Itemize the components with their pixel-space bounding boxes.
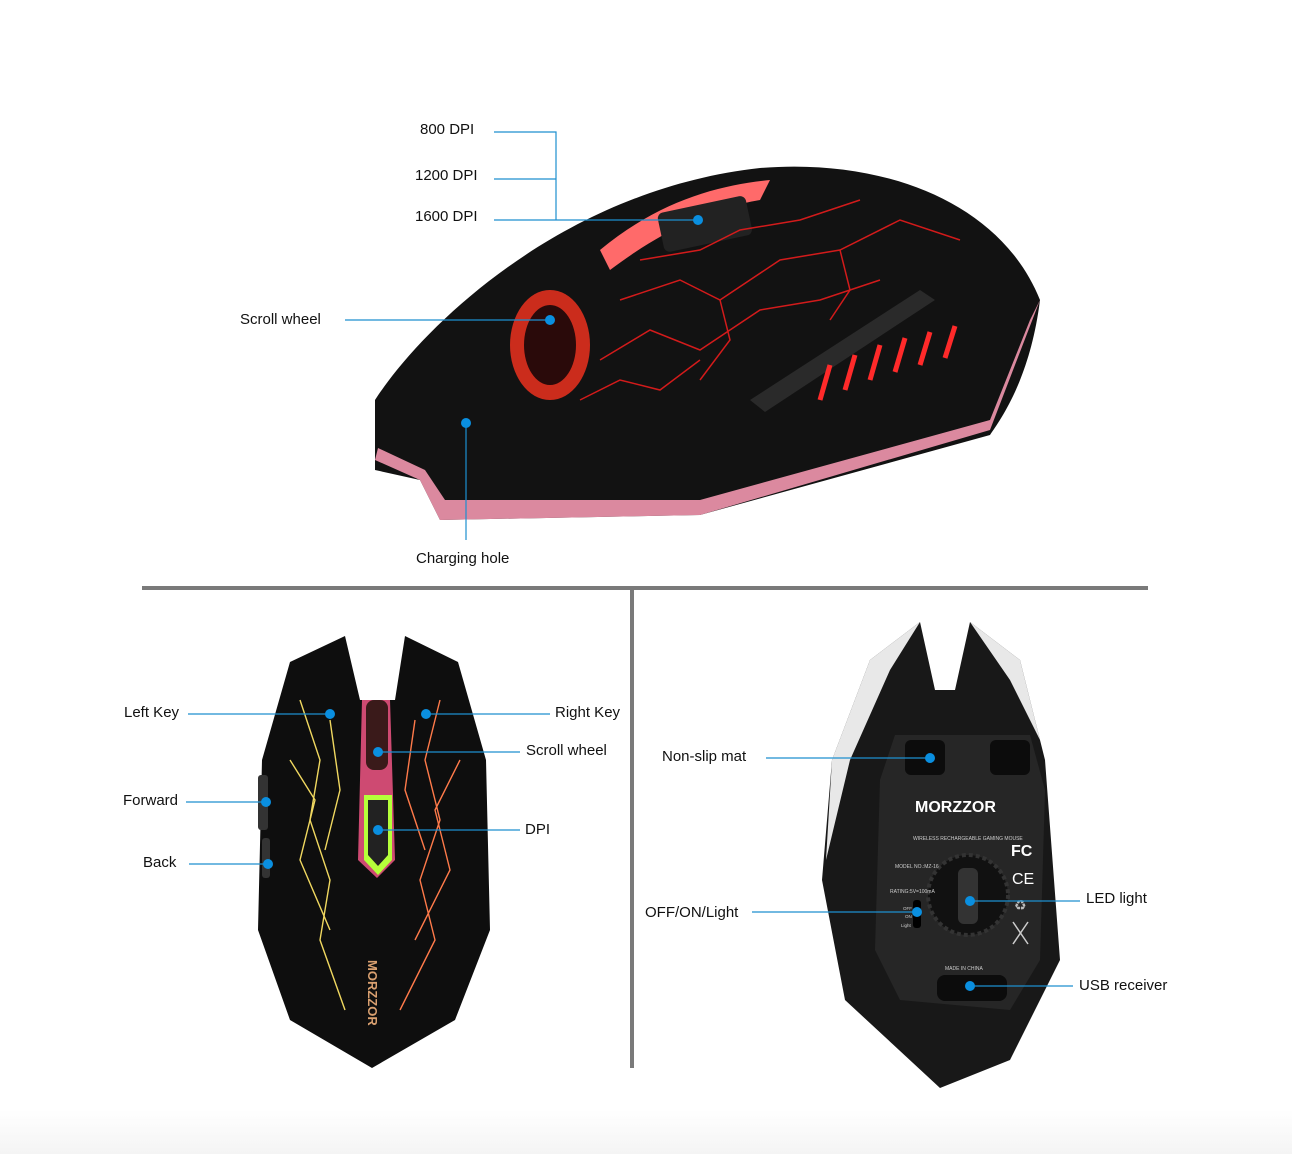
top-view-mouse: MORZZOR [258,636,490,1068]
label-forward: Forward [123,792,179,809]
dpi-button-dot [693,215,703,225]
weee-bin-icon [1012,921,1029,945]
back-dot [263,859,273,869]
forward-dot [261,797,271,807]
non-slip-mat-dot [925,753,935,763]
label-non-slip-mat: Non-slip mat [662,748,747,765]
side-view-mouse [375,166,1040,520]
leader-lines [186,131,1080,987]
bottom-view-logo: MORZZOR [915,799,996,816]
fc-mark: FC [1011,843,1033,860]
made-in-text: MADE IN CHINA [945,966,983,972]
rating-text: RATING:5V=100mA [890,889,935,895]
vertical-divider [630,590,634,1068]
label-1200-dpi: 1200 DPI [415,167,478,184]
left-key-dot [325,709,335,719]
label-scroll-wheel-top: Scroll wheel [526,742,607,759]
switch-light-label: Light [901,923,912,928]
label-led-light: LED light [1086,890,1147,907]
callout-dots [261,215,975,991]
label-1600-dpi: 1600 DPI [415,208,478,225]
off-on-light-dot [912,907,922,917]
label-off-on-light: OFF/ON/Light [645,904,739,921]
product-text: WIRELESS RECHARGEABLE GAMING MOUSE [913,836,1023,842]
label-800-dpi: 800 DPI [420,121,475,138]
right-key-dot [421,709,431,719]
recycle-icon: ♻ [1014,897,1027,913]
label-right-key: Right Key [555,704,621,721]
usb-receiver-dot [965,981,975,991]
label-scroll-wheel-side: Scroll wheel [240,311,321,328]
led-light-dot [965,896,975,906]
label-left-key: Left Key [124,704,180,721]
ce-mark: CE [1012,871,1034,888]
top-scroll-wheel-dot [373,747,383,757]
charging-hole-dot [461,418,471,428]
bottom-view-mouse: MORZZOR WIRELESS RECHARGEABLE GAMING MOU… [822,622,1060,1088]
label-charging-hole: Charging hole [416,550,510,567]
top-dpi-dot [373,825,383,835]
model-text: MODEL NO.:MZ-16 [895,864,939,870]
top-view-logo: MORZZOR [365,960,380,1026]
switch-on-label: ON [905,914,912,919]
label-back: Back [143,854,177,871]
horizontal-divider [142,586,1148,590]
scroll-wheel-dot [545,315,555,325]
label-usb-receiver: USB receiver [1079,977,1168,994]
switch-off-label: OFF [903,906,912,911]
label-dpi: DPI [525,821,551,838]
